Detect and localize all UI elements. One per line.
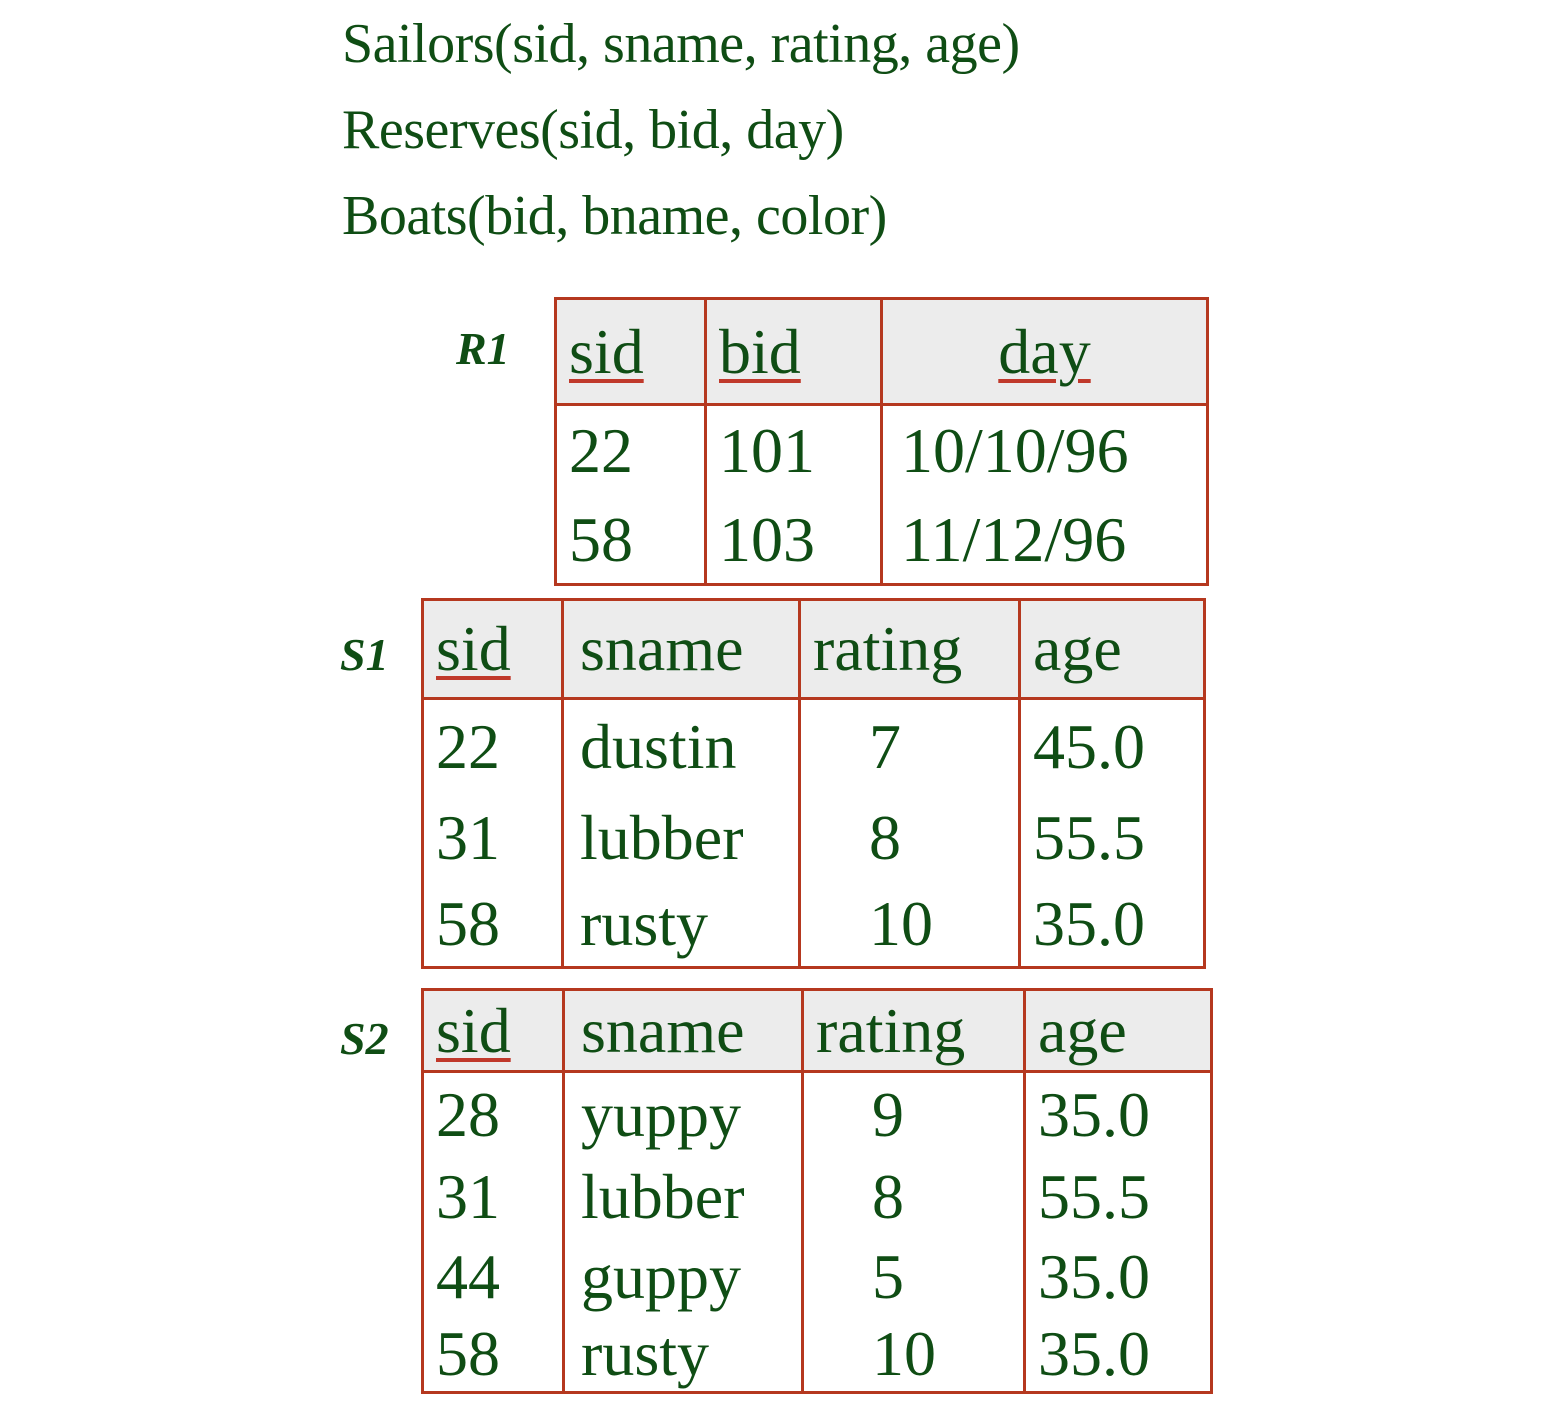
cell-age: 35.0	[1023, 1316, 1213, 1393]
table-row: 58 103 11/12/96	[554, 496, 1209, 585]
cell-age: 55.5	[1018, 793, 1206, 882]
cell-sname: guppy	[562, 1236, 804, 1317]
table-label-s1: S1	[340, 629, 389, 680]
column-header-rating: rating	[798, 599, 1021, 700]
cell-bid: 103	[704, 496, 883, 585]
table-s2: sid sname rating age 28 yuppy 9 35.0 31 …	[421, 988, 1213, 1394]
cell-age: 45.0	[1018, 698, 1206, 794]
table-header-row: sid bid day	[554, 298, 1209, 406]
table-header-row: sid sname rating age	[421, 599, 1206, 700]
cell-rating: 10	[798, 881, 1021, 968]
table-label-r1: R1	[456, 323, 510, 374]
column-header-day: day	[880, 298, 1209, 406]
table-row: 58 rusty 10 35.0	[421, 881, 1206, 968]
schema-line-sailors: Sailors(sid, sname, rating, age)	[342, 13, 1020, 75]
cell-sname: rusty	[562, 1316, 804, 1393]
cell-sid: 31	[421, 793, 564, 882]
table-row: 58 rusty 10 35.0	[421, 1316, 1213, 1393]
schema-line-reserves: Reserves(sid, bid, day)	[342, 99, 844, 161]
cell-sid: 58	[421, 881, 564, 968]
column-header-sid: sid	[421, 599, 564, 700]
table-row: 28 yuppy 9 35.0	[421, 1071, 1213, 1157]
cell-sname: dustin	[561, 698, 801, 794]
column-header-age: age	[1023, 989, 1213, 1073]
cell-age: 35.0	[1023, 1236, 1213, 1317]
cell-rating: 8	[801, 1156, 1026, 1237]
cell-sname: lubber	[561, 793, 801, 882]
column-header-sid: sid	[554, 298, 707, 406]
column-header-sname: sname	[561, 599, 801, 700]
cell-rating: 9	[801, 1071, 1026, 1157]
cell-sname: lubber	[562, 1156, 804, 1237]
cell-day: 10/10/96	[880, 404, 1209, 497]
column-header-sid: sid	[421, 989, 565, 1073]
cell-age: 55.5	[1023, 1156, 1213, 1237]
cell-sid: 31	[421, 1156, 565, 1237]
cell-rating: 8	[798, 793, 1021, 882]
cell-sid: 22	[421, 698, 564, 794]
table-r1: sid bid day 22 101 10/10/96 58 103 11/12…	[554, 297, 1209, 586]
table-row: 22 101 10/10/96	[554, 404, 1209, 497]
table-row: 44 guppy 5 35.0	[421, 1236, 1213, 1317]
cell-rating: 10	[801, 1316, 1026, 1393]
table-header-row: sid sname rating age	[421, 989, 1213, 1073]
cell-bid: 101	[704, 404, 883, 497]
schema-line-boats: Boats(bid, bname, color)	[342, 185, 887, 247]
cell-sid: 58	[554, 496, 707, 585]
column-header-bid: bid	[704, 298, 883, 406]
table-label-s2: S2	[340, 1013, 389, 1064]
cell-sname: yuppy	[562, 1071, 804, 1157]
cell-day: 11/12/96	[880, 496, 1209, 585]
cell-sid: 58	[421, 1316, 565, 1393]
column-header-sname: sname	[562, 989, 804, 1073]
table-row: 31 lubber 8 55.5	[421, 793, 1206, 882]
cell-rating: 7	[798, 698, 1021, 794]
cell-sid: 44	[421, 1236, 565, 1317]
table-row: 22 dustin 7 45.0	[421, 698, 1206, 794]
column-header-age: age	[1018, 599, 1206, 700]
cell-sname: rusty	[561, 881, 801, 968]
cell-sid: 28	[421, 1071, 565, 1157]
table-s1: sid sname rating age 22 dustin 7 45.0 31…	[421, 598, 1206, 969]
cell-rating: 5	[801, 1236, 1026, 1317]
column-header-rating: rating	[801, 989, 1026, 1073]
cell-age: 35.0	[1018, 881, 1206, 968]
cell-age: 35.0	[1023, 1071, 1213, 1157]
cell-sid: 22	[554, 404, 707, 497]
table-row: 31 lubber 8 55.5	[421, 1156, 1213, 1237]
